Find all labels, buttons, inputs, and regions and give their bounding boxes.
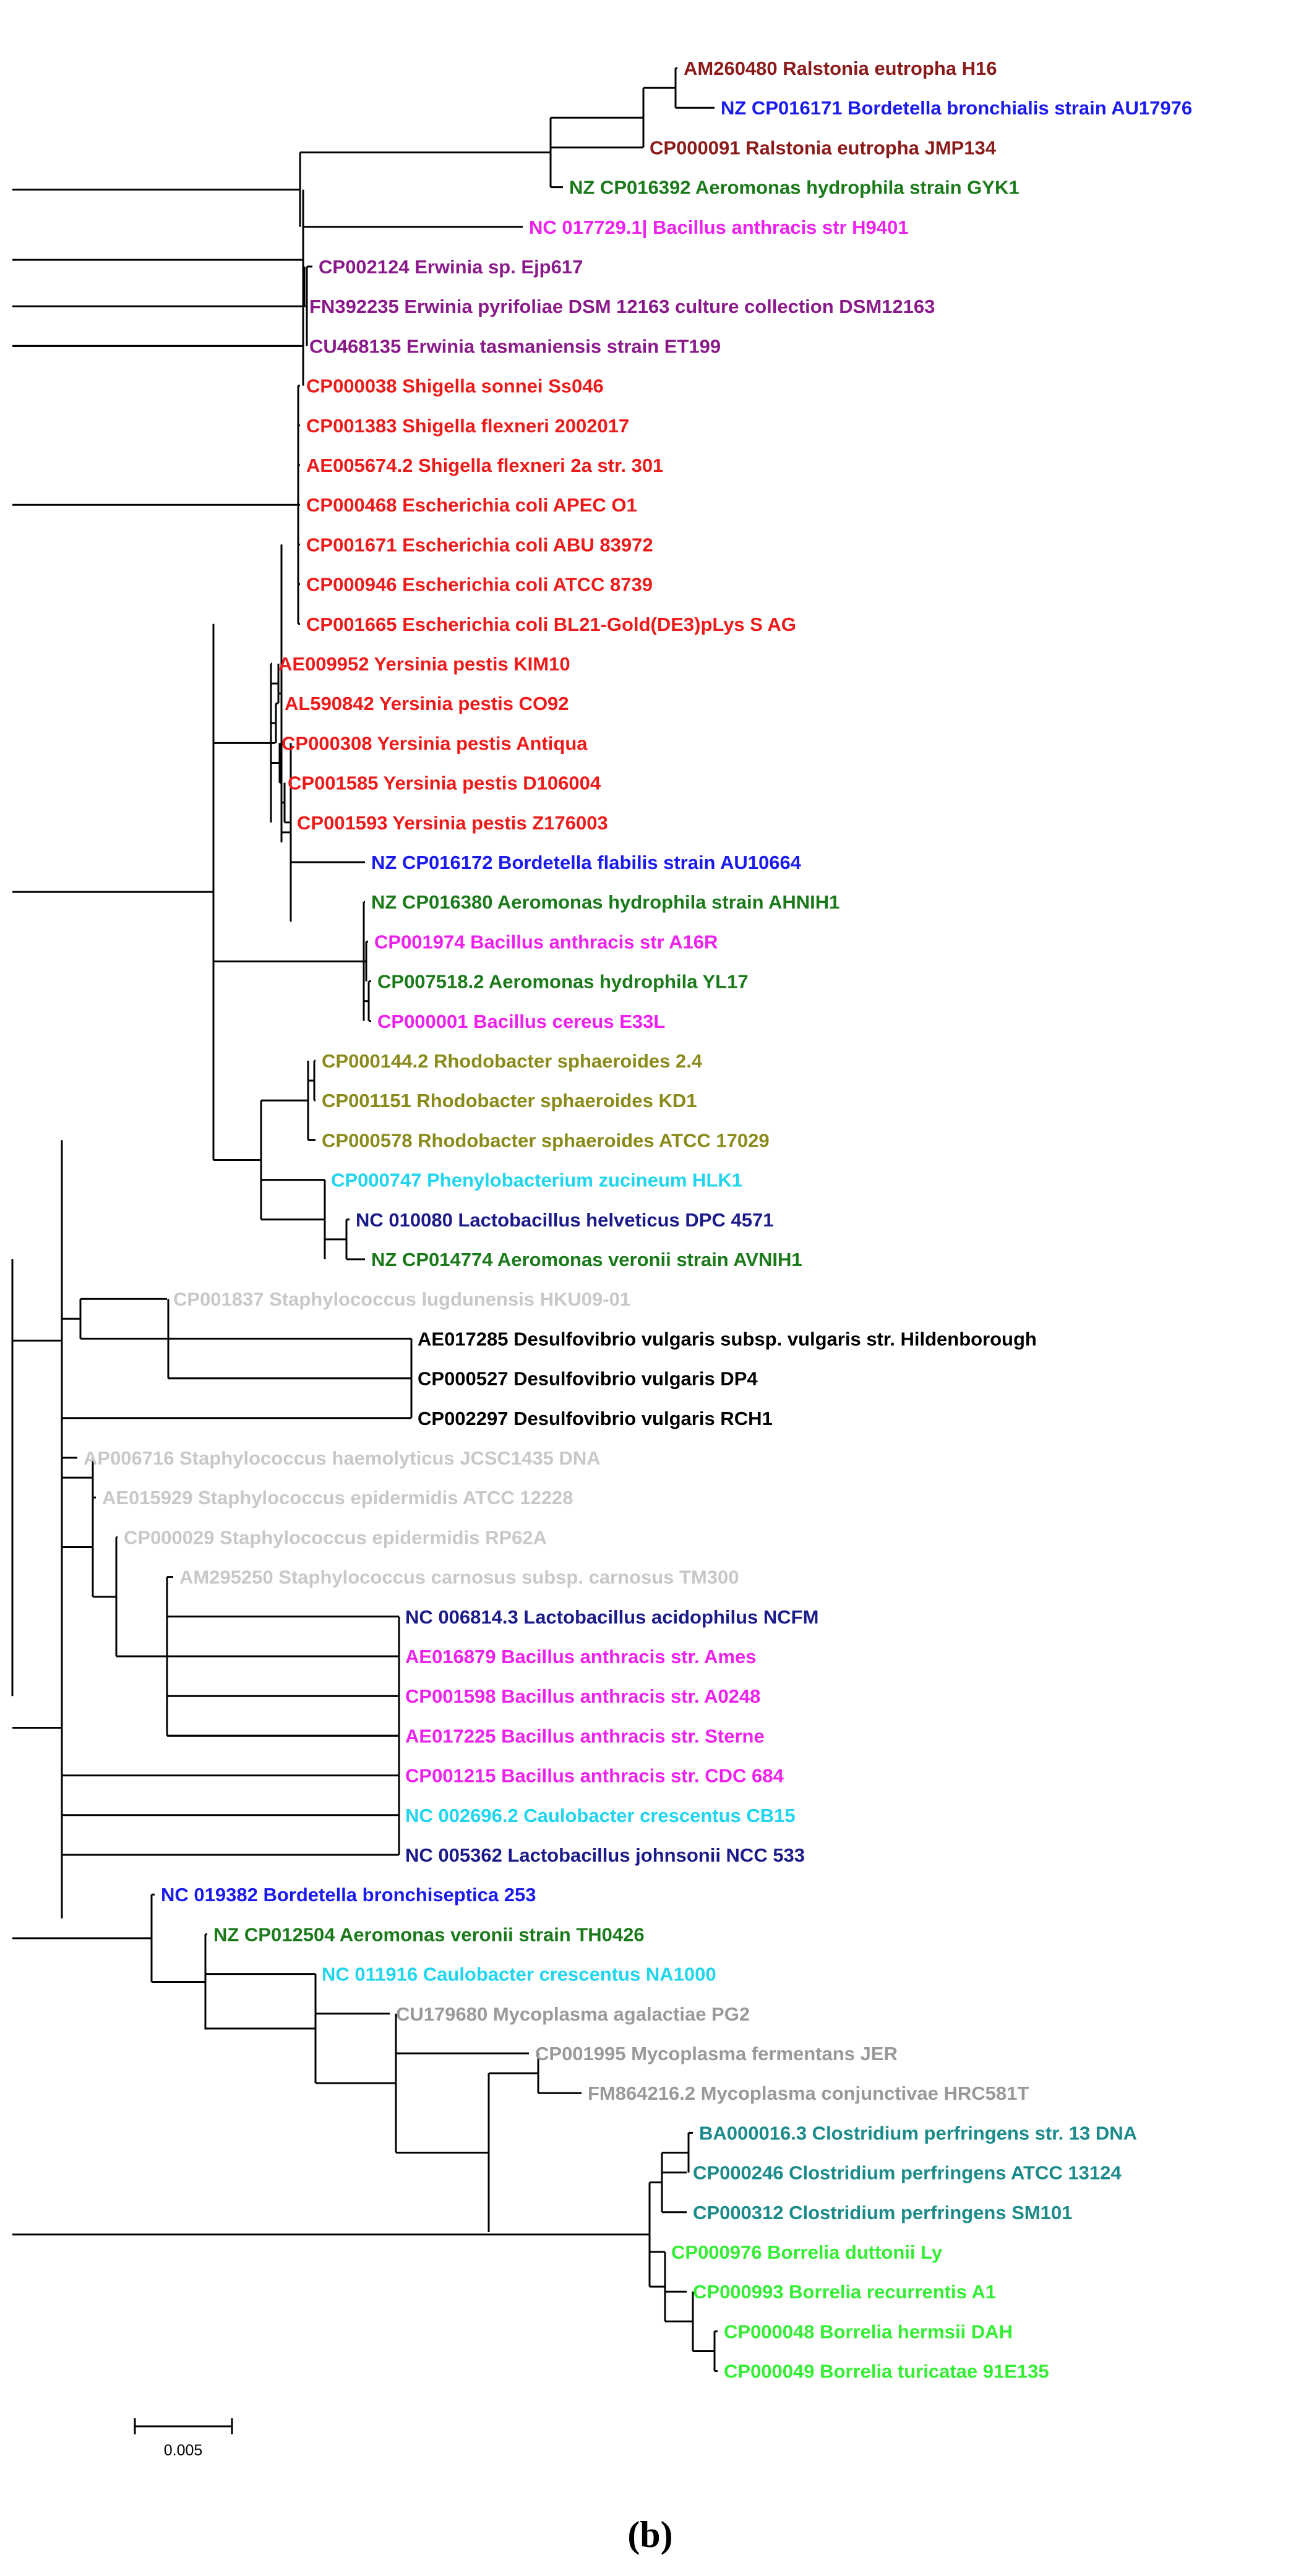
leaf-label: NZ CP012504 Aeromonas veronii strain TH0… <box>213 1923 645 1945</box>
leaf-label: CP002124 Erwinia sp. Ejp617 <box>319 256 583 278</box>
leaf-label: NC 005362 Lactobacillus johnsonii NCC 53… <box>405 1844 805 1866</box>
leaf-label: CP000946 Escherichia coli ATCC 8739 <box>306 574 653 596</box>
leaf-label: CP000468 Escherichia coli APEC O1 <box>306 494 637 516</box>
leaf-label: CP000144.2 Rhodobacter sphaeroides 2.4 <box>322 1050 703 1072</box>
leaf-label: CU468135 Erwinia tasmaniensis strain ET1… <box>309 335 721 357</box>
leaf-label: AP006716 Staphylococcus haemolyticus JCS… <box>84 1447 601 1469</box>
leaf-label: NC 002696.2 Caulobacter crescentus CB15 <box>405 1805 796 1826</box>
leaf-label: CP000578 Rhodobacter sphaeroides ATCC 17… <box>322 1129 770 1151</box>
scale-bar <box>134 2418 233 2434</box>
leaf-label: FN392235 Erwinia pyrifoliae DSM 12163 cu… <box>309 296 935 317</box>
leaf-label: AM295250 Staphylococcus carnosus subsp. … <box>179 1567 739 1588</box>
leaf-label: BA000016.3 Clostridium perfringens str. … <box>699 2122 1137 2144</box>
leaf-label: CP000049 Borrelia turicatae 91E135 <box>724 2361 1049 2382</box>
leaf-label: CP000246 Clostridium perfringens ATCC 13… <box>693 2162 1122 2184</box>
leaf-label: NC 006814.3 Lactobacillus acidophilus NC… <box>405 1606 818 1628</box>
leaf-label: CP000001 Bacillus cereus E33L <box>377 1011 665 1032</box>
leaf-label: CP000029 Staphylococcus epidermidis RP62… <box>124 1526 547 1548</box>
leaf-label: CP000747 Phenylobacterium zucineum HLK1 <box>331 1170 742 1191</box>
leaf-label: CP000993 Borrelia recurrentis A1 <box>693 2281 996 2303</box>
leaf-label: NC 017729.1| Bacillus anthracis str H940… <box>529 216 909 238</box>
leaf-label: AE017225 Bacillus anthracis str. Sterne <box>405 1725 765 1747</box>
leaf-label: CP001665 Escherichia coli BL21-Gold(DE3)… <box>306 614 796 635</box>
leaf-label: AE017285 Desulfovibrio vulgaris subsp. v… <box>418 1328 1037 1350</box>
leaf-label: CP000308 Yersinia pestis Antiqua <box>281 732 588 754</box>
leaf-label: NZ CP016380 Aeromonas hydrophila strain … <box>371 891 839 913</box>
leaf-label: CP000091 Ralstonia eutropha JMP134 <box>650 137 997 158</box>
tree-branches <box>11 67 718 2373</box>
leaf-label: AE009952 Yersinia pestis KIM10 <box>278 653 570 675</box>
leaf-label: CP001215 Bacillus anthracis str. CDC 684 <box>405 1765 784 1787</box>
leaf-label: AE005674.2 Shigella flexneri 2a str. 301 <box>306 455 663 476</box>
leaf-labels: AM260480 Ralstonia eutropha H16 NZ CP0161… <box>84 58 1192 2382</box>
leaf-label: CP007518.2 Aeromonas hydrophila YL17 <box>377 971 749 993</box>
leaf-label: CP001995 Mycoplasma fermentans JER <box>535 2043 898 2065</box>
leaf-label: CP001151 Rhodobacter sphaeroides KD1 <box>322 1090 697 1111</box>
leaf-label: CP000038 Shigella sonnei Ss046 <box>306 375 604 397</box>
leaf-label: CP001671 Escherichia coli ABU 83972 <box>306 534 653 555</box>
leaf-label: CP000527 Desulfovibrio vulgaris DP4 <box>418 1368 758 1390</box>
leaf-label: CP000312 Clostridium perfringens SM101 <box>693 2202 1072 2223</box>
leaf-label: AM260480 Ralstonia eutropha H16 <box>684 58 997 79</box>
leaf-label: AE015929 Staphylococcus epidermidis ATCC… <box>102 1487 573 1508</box>
leaf-label: AE016879 Bacillus anthracis str. Ames <box>405 1646 757 1667</box>
leaf-label: CP001837 Staphylococcus lugdunensis HKU0… <box>173 1288 630 1310</box>
leaf-label: NC 011916 Caulobacter crescentus NA1000 <box>322 1964 716 1985</box>
leaf-label: CP002297 Desulfovibrio vulgaris RCH1 <box>418 1408 773 1429</box>
leaf-label: CP001383 Shigella flexneri 2002017 <box>306 415 629 437</box>
leaf-label: NZ CP016171 Bordetella bronchialis strai… <box>721 97 1192 119</box>
leaf-label: CP000048 Borrelia hermsii DAH <box>724 2321 1013 2342</box>
leaf-label: CP000976 Borrelia duttonii Ly <box>671 2241 943 2263</box>
leaf-label: NC 019382 Bordetella bronchiseptica 253 <box>161 1884 536 1906</box>
leaf-label: FM864216.2 Mycoplasma conjunctivae HRC58… <box>588 2082 1029 2104</box>
leaf-label: NC 010080 Lactobacillus helveticus DPC 4… <box>356 1209 773 1231</box>
leaf-label: CP001585 Yersinia pestis D106004 <box>288 772 601 794</box>
leaf-label: CP001598 Bacillus anthracis str. A0248 <box>405 1685 760 1707</box>
leaf-label: AL590842 Yersinia pestis CO92 <box>285 693 569 714</box>
leaf-label: CU179680 Mycoplasma agalactiae PG2 <box>396 2003 750 2025</box>
figure-caption: (b) <box>627 2514 672 2555</box>
leaf-label: NZ CP016172 Bordetella flabilis strain A… <box>371 852 802 873</box>
leaf-label: NZ CP014774 Aeromonas veronii strain AVN… <box>371 1249 802 1270</box>
leaf-label: CP001593 Yersinia pestis Z176003 <box>297 812 608 834</box>
leaf-label: CP001974 Bacillus anthracis str A16R <box>374 931 718 952</box>
leaf-label: NZ CP016392 Aeromonas hydrophila strain … <box>569 177 1020 199</box>
scale-bar-label: 0.005 <box>164 2442 203 2459</box>
